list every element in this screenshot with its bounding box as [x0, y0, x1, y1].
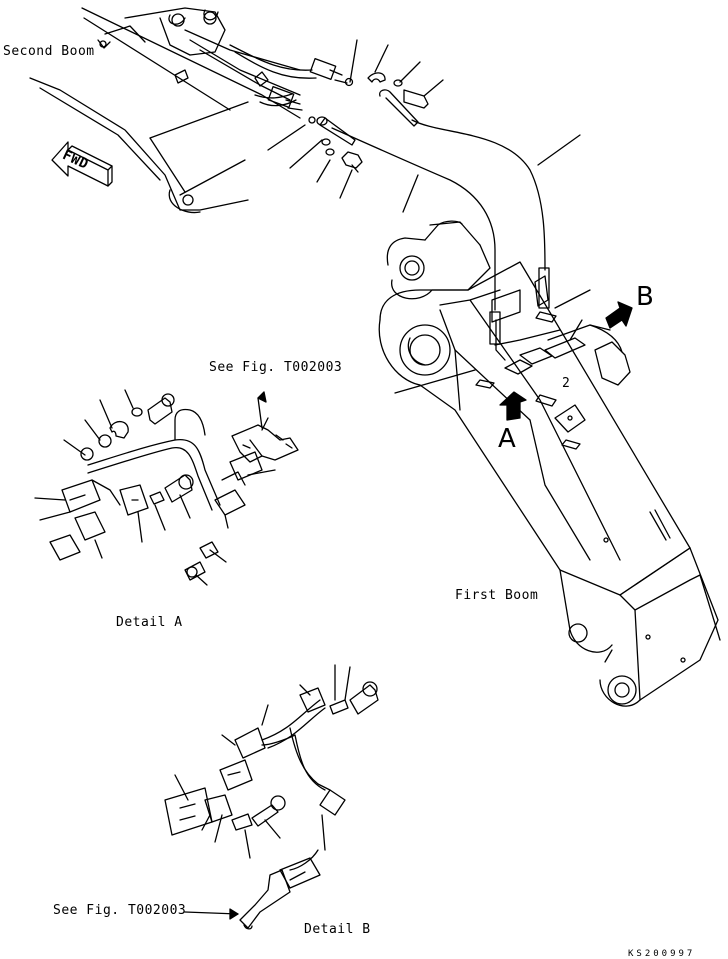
view-arrow-b	[605, 301, 633, 329]
see-fig-a-label: See Fig. T002003	[209, 360, 343, 375]
see-fig-b-label: See Fig. T002003	[53, 903, 187, 918]
first-boom-drawing	[378, 220, 721, 707]
view-b-label: B	[636, 282, 655, 312]
detail-b-drawing	[164, 681, 379, 930]
leader-lines-first-boom	[394, 289, 591, 394]
top-fasteners	[308, 72, 429, 173]
second-boom-label: Second Boom	[3, 44, 95, 59]
callout-2-label: 2	[562, 376, 571, 391]
hose-lines	[331, 119, 546, 311]
detail-a-label: Detail A	[116, 615, 183, 630]
second-boom-drawing	[29, 7, 348, 214]
view-arrow-a	[499, 391, 527, 421]
first-boom-label: First Boom	[455, 588, 539, 603]
detail-a-drawing	[49, 393, 299, 581]
detail-a-leaders	[34, 389, 276, 586]
drawing-code-label: KS200997	[628, 949, 696, 959]
detail-b-label: Detail B	[304, 922, 371, 937]
fwd-arrow	[51, 141, 113, 187]
detail-b-leaders	[174, 664, 351, 920]
view-a-label: A	[498, 424, 517, 454]
leader-lines-top	[267, 39, 581, 213]
